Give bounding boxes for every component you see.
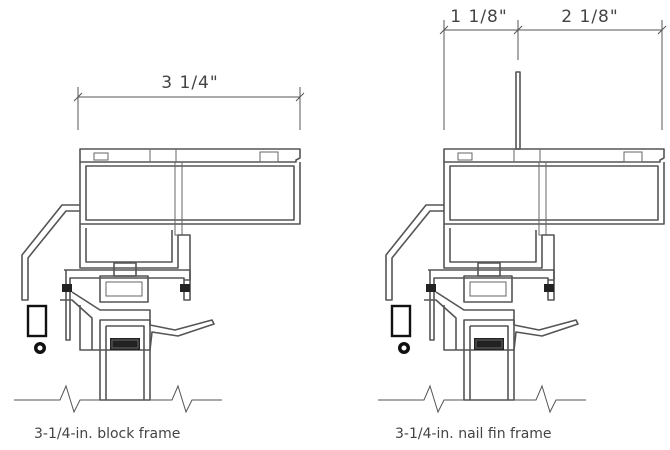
block-frame-caption: 3-1/4-in. block frame	[34, 426, 181, 442]
nail-fin	[515, 71, 521, 150]
fin-right-dimension-label: 2 1/8"	[561, 7, 618, 27]
width-dimension-line	[73, 87, 305, 130]
block-frame-profile	[12, 147, 302, 414]
fin-left-dimension-label: 1 1/8"	[450, 7, 507, 27]
fin-dimension-lines	[439, 20, 667, 130]
block-frame-section: 3 1/4"	[12, 73, 305, 414]
nail-fin-frame-caption: 3-1/4-in. nail fin frame	[395, 426, 552, 442]
nail-fin-frame-profile	[376, 147, 666, 414]
width-dimension-label: 3 1/4"	[161, 73, 218, 93]
nail-fin-frame-section: 1 1/8" 2 1/8"	[376, 7, 667, 414]
